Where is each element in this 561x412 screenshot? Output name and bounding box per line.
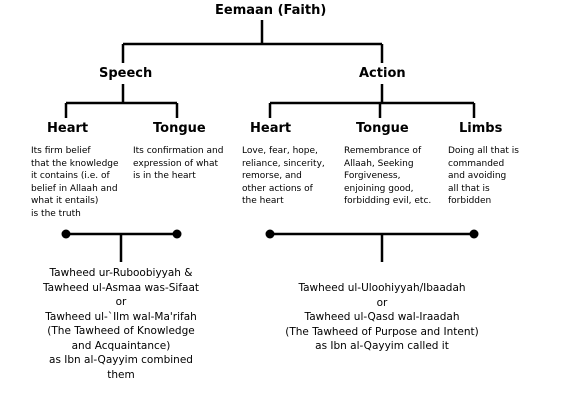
left-merge-dot-heart [61,229,71,239]
speech-tongue-label: Tongue [153,121,206,136]
speech-heart-label: Heart [47,121,89,136]
action-heart-label: Heart [250,121,292,136]
action-limbs-label: Limbs [459,121,503,136]
left-result-text: Tawheed ur-Ruboobiyyah & Tawheed ul-Asma… [42,267,200,381]
speech-tongue-description: Its confirmation and expression of what … [133,146,224,181]
action-tongue-description: Remembrance of Allaah, Seeking Forgivene… [344,146,432,206]
speech-label: Speech [99,66,153,81]
speech-heart-description: Its firm belief that the knowledge it co… [31,146,119,219]
right-merge-dot-heart [265,229,275,239]
root-label: Eemaan (Faith) [215,3,327,18]
right-merge-dot-limbs [469,229,479,239]
action-heart-description: Love, fear, hope, reliance, sincerity, r… [242,146,325,206]
action-tongue-label: Tongue [356,121,409,136]
action-limbs-description: Doing all that is commanded and avoiding… [448,146,519,206]
right-result-text: Tawheed ul-Uloohiyyah/Ibaadah or Tawheed… [285,282,479,352]
action-label: Action [359,66,406,81]
left-merge-dot-tongue [172,229,182,239]
